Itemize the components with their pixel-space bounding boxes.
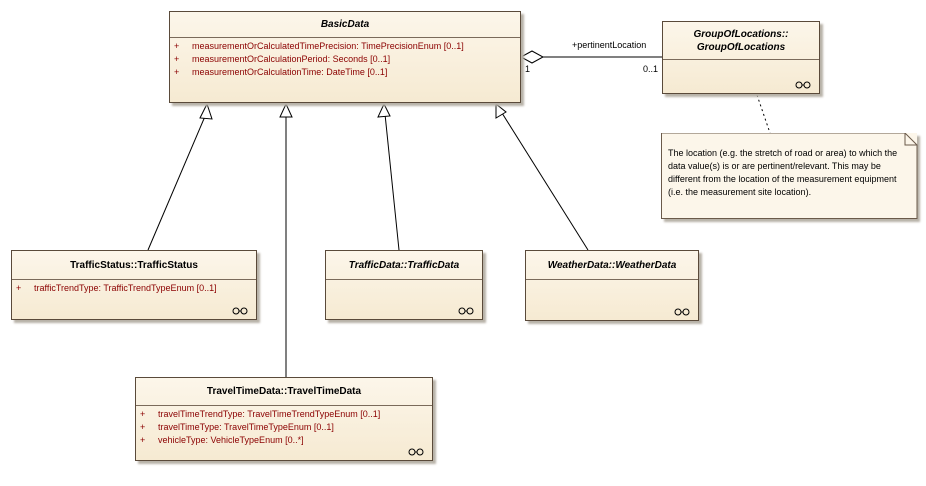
class-name-line: GroupOfLocations:: (693, 29, 789, 40)
attribute-row: +measurementOrCalculationTime: DateTime … (174, 67, 388, 77)
attribute-row: +measurementOrCalculatedTimePrecision: T… (174, 41, 464, 51)
class-basic-data[interactable]: BasicData +measurementOrCalculatedTimePr… (169, 11, 521, 103)
class-traffic-status[interactable]: TrafficStatus::TrafficStatus +trafficTre… (11, 250, 257, 320)
note-text: The location (e.g. the stretch of road o… (668, 148, 898, 197)
attribute-row: +trafficTrendType: TrafficTrendTypeEnum … (16, 283, 217, 293)
attribute-row: +travelTimeType: TravelTimeTypeEnum [0..… (140, 422, 334, 432)
note-connector-line (756, 94, 771, 134)
note-outline (662, 133, 918, 219)
generalization-arrowhead (377, 102, 391, 118)
generalization-arrowhead (199, 102, 213, 120)
chain-link-icon (232, 307, 248, 315)
class-traffic-data[interactable]: TrafficData::TrafficData (325, 250, 483, 320)
chain-link-icon (795, 81, 811, 89)
class-name: TravelTimeData::TravelTimeData (136, 378, 432, 406)
chain-link-icon (408, 448, 424, 456)
chain-link-icon (674, 308, 690, 316)
generalization-trafficstatus-line[interactable] (147, 113, 207, 251)
attribute-row: +travelTimeTrendType: TravelTimeTrendTyp… (140, 409, 381, 419)
class-group-of-locations[interactable]: GroupOfLocations:: GroupOfLocations (662, 21, 820, 94)
class-name: GroupOfLocations:: GroupOfLocations (663, 22, 819, 60)
target-multiplicity-label: 0..1 (643, 64, 659, 74)
generalization-arrowhead (279, 102, 293, 118)
class-name: TrafficData::TrafficData (326, 251, 482, 280)
generalization-weatherdata-line[interactable] (501, 112, 589, 251)
class-weather-data[interactable]: WeatherData::WeatherData (525, 250, 699, 321)
class-name: TrafficStatus::TrafficStatus (12, 251, 256, 280)
class-name-line: GroupOfLocations (696, 42, 786, 53)
attribute-row: +measurementOrCalculationPeriod: Seconds… (174, 54, 391, 64)
class-name: WeatherData::WeatherData (526, 251, 698, 280)
attribute-row: +vehicleType: VehicleTypeEnum [0..*] (140, 435, 304, 445)
aggregation-diamond (519, 50, 545, 64)
generalization-arrowhead (495, 102, 507, 119)
note-pertinent-location[interactable]: The location (e.g. the stretch of road o… (661, 133, 918, 219)
association-role-label: +pertinentLocation (572, 40, 647, 50)
chain-link-icon (458, 307, 474, 315)
generalization-trafficdata-line[interactable] (384, 113, 400, 251)
class-name: BasicData (170, 12, 520, 38)
class-travel-time-data[interactable]: TravelTimeData::TravelTimeData +travelTi… (135, 377, 433, 461)
source-multiplicity-label: 1 (525, 64, 531, 74)
attribute-list: +measurementOrCalculatedTimePrecision: T… (170, 38, 520, 79)
attribute-list: +trafficTrendType: TrafficTrendTypeEnum … (12, 280, 256, 295)
attribute-list: +travelTimeTrendType: TravelTimeTrendTyp… (136, 406, 432, 447)
